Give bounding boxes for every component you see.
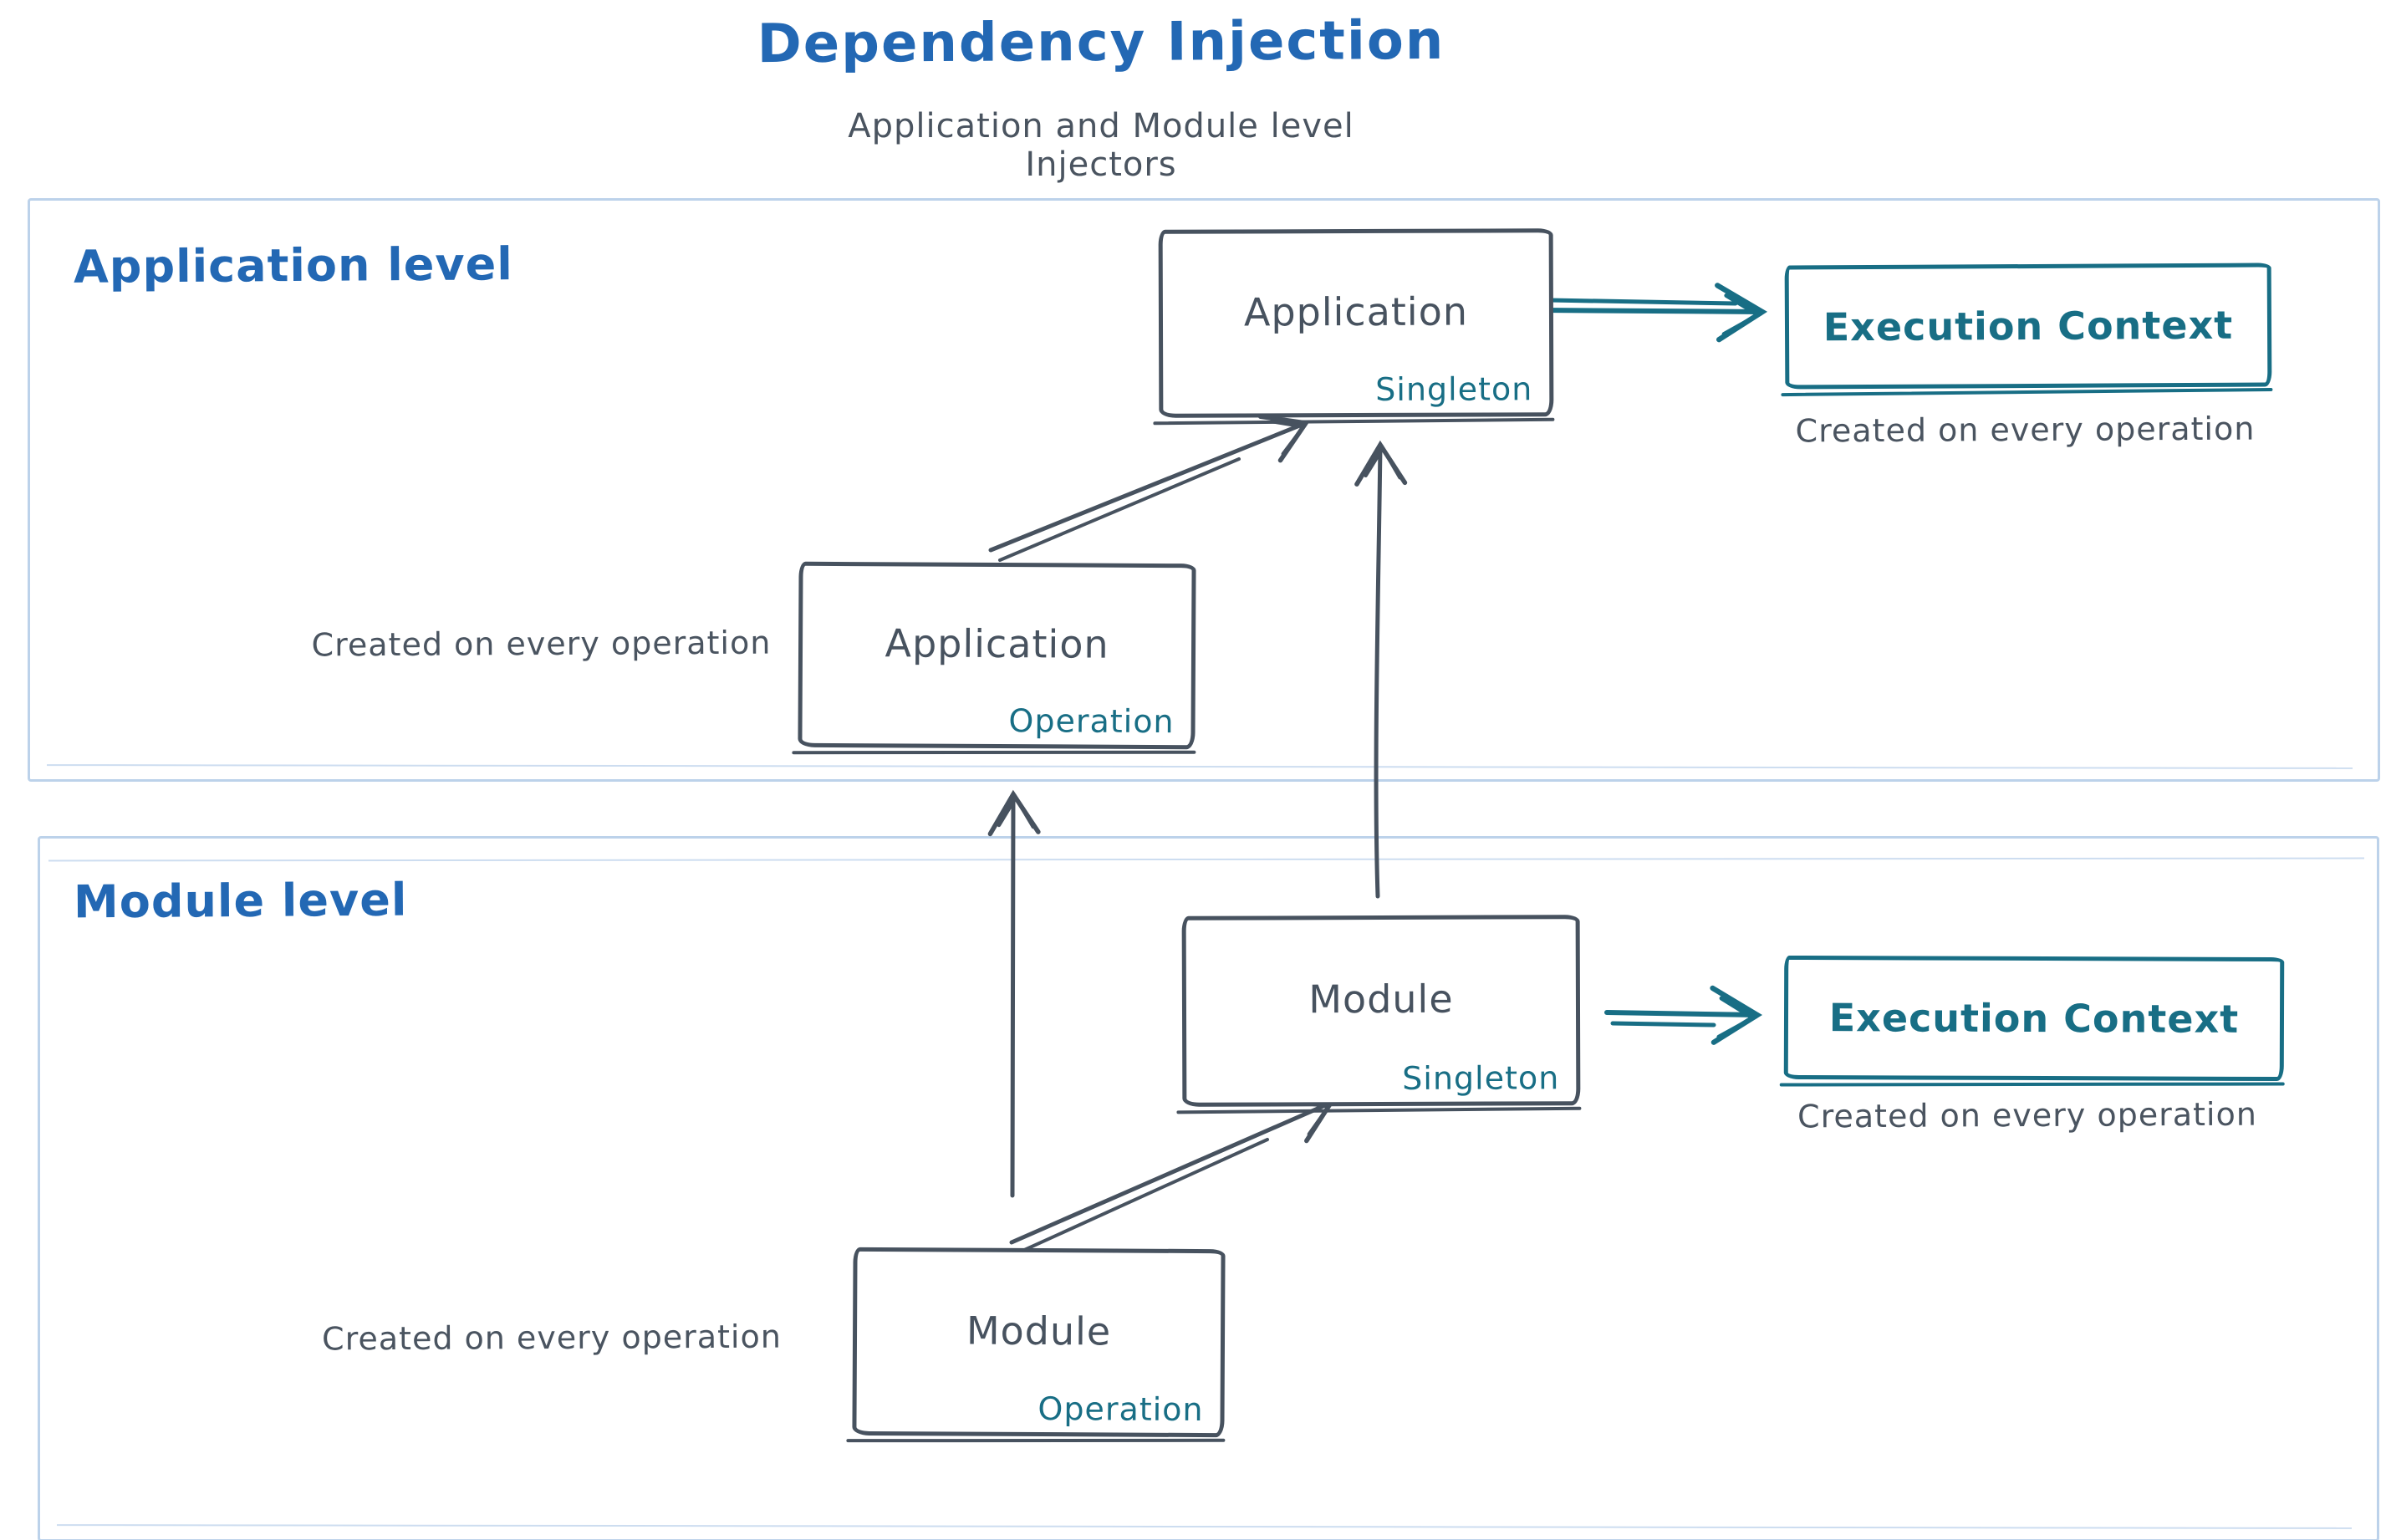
node-execution-context-bottom-title: Execution Context: [1828, 995, 2240, 1042]
node-application-operation-badge: Operation: [1008, 702, 1175, 741]
node-application-singleton-title: Application: [1243, 288, 1469, 334]
application-level-container: [28, 198, 2380, 782]
node-module-operation-title: Module: [966, 1308, 1112, 1354]
node-module-singleton-title: Module: [1308, 976, 1454, 1022]
node-application-singleton-badge: Singleton: [1375, 370, 1533, 408]
node-module-singleton: Module Singleton: [1181, 915, 1581, 1107]
node-module-operation-badge: Operation: [1038, 1390, 1204, 1429]
node-application-singleton: Application Singleton: [1158, 228, 1554, 418]
node-module-singleton-badge: Singleton: [1402, 1059, 1560, 1097]
node-application-operation: Application Operation: [798, 561, 1196, 750]
diagram-title: Dependency Injection: [757, 9, 1445, 76]
note-created-on-every-operation-module-operation: Created on every operation: [321, 1318, 782, 1358]
module-level-label: Module level: [73, 873, 408, 929]
node-application-operation-title: Application: [885, 620, 1109, 667]
note-created-on-every-operation-top-right: Created on every operation: [1795, 410, 2256, 450]
application-level-label: Application level: [73, 237, 513, 293]
node-execution-context-top-title: Execution Context: [1823, 302, 2234, 350]
node-execution-context-bottom: Execution Context: [1783, 955, 2285, 1082]
node-module-operation: Module Operation: [852, 1247, 1226, 1438]
note-created-on-every-operation-app-operation: Created on every operation: [311, 624, 772, 664]
node-execution-context-top: Execution Context: [1784, 263, 2272, 390]
note-created-on-every-operation-bottom-right: Created on every operation: [1797, 1095, 2257, 1135]
diagram-subtitle: Application and Module level Injectors: [848, 107, 1354, 184]
